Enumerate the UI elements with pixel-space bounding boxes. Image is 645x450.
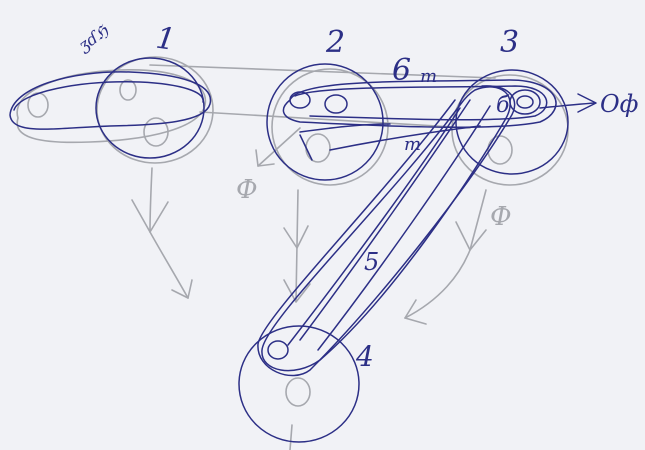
node-3-inner	[488, 136, 512, 164]
node-2-inner	[306, 134, 330, 162]
edge-6-suffix: m	[420, 66, 437, 87]
arrow-3-curve	[405, 250, 470, 318]
node-3-small-label: б	[496, 93, 510, 118]
node-2-tick	[300, 135, 312, 160]
node-1-inner-a	[120, 80, 136, 100]
node-3-inner-blue-2	[517, 96, 533, 108]
edge-5-loop-b	[258, 86, 515, 376]
arrow-2-left	[258, 128, 300, 166]
edge-6-label: 6	[392, 53, 411, 88]
phi-right-label: Ф	[490, 202, 512, 232]
node-4-inner	[286, 378, 310, 406]
node-2-inner-blue-2	[325, 95, 347, 113]
node-4-circle	[239, 326, 359, 442]
node-4-label: 4	[355, 340, 374, 373]
edge-5-label: 5	[364, 248, 379, 276]
node-1-pencil-circle	[97, 57, 213, 163]
node-2-label: 2	[325, 25, 345, 60]
node-4-tail	[290, 425, 292, 450]
node-1-label: 1	[154, 21, 178, 58]
edge-6b-suffix: m	[404, 134, 421, 155]
arrow-2-left-head	[256, 150, 274, 166]
node-1-loop	[10, 72, 210, 129]
arrow-1-curve	[150, 232, 188, 298]
arrow-2-head	[284, 226, 308, 248]
corner-scribble: ʒɗℌ	[74, 21, 113, 56]
node-3-label: 3	[500, 25, 519, 60]
pencil-line-1-3-top	[150, 65, 495, 78]
node-1-pencil-loop	[17, 70, 205, 143]
node-4-inner-blue	[268, 341, 288, 359]
phi-left-label: Ф	[236, 175, 258, 205]
output-label: Оф	[600, 90, 638, 118]
arrow-1-shaft	[150, 168, 152, 232]
